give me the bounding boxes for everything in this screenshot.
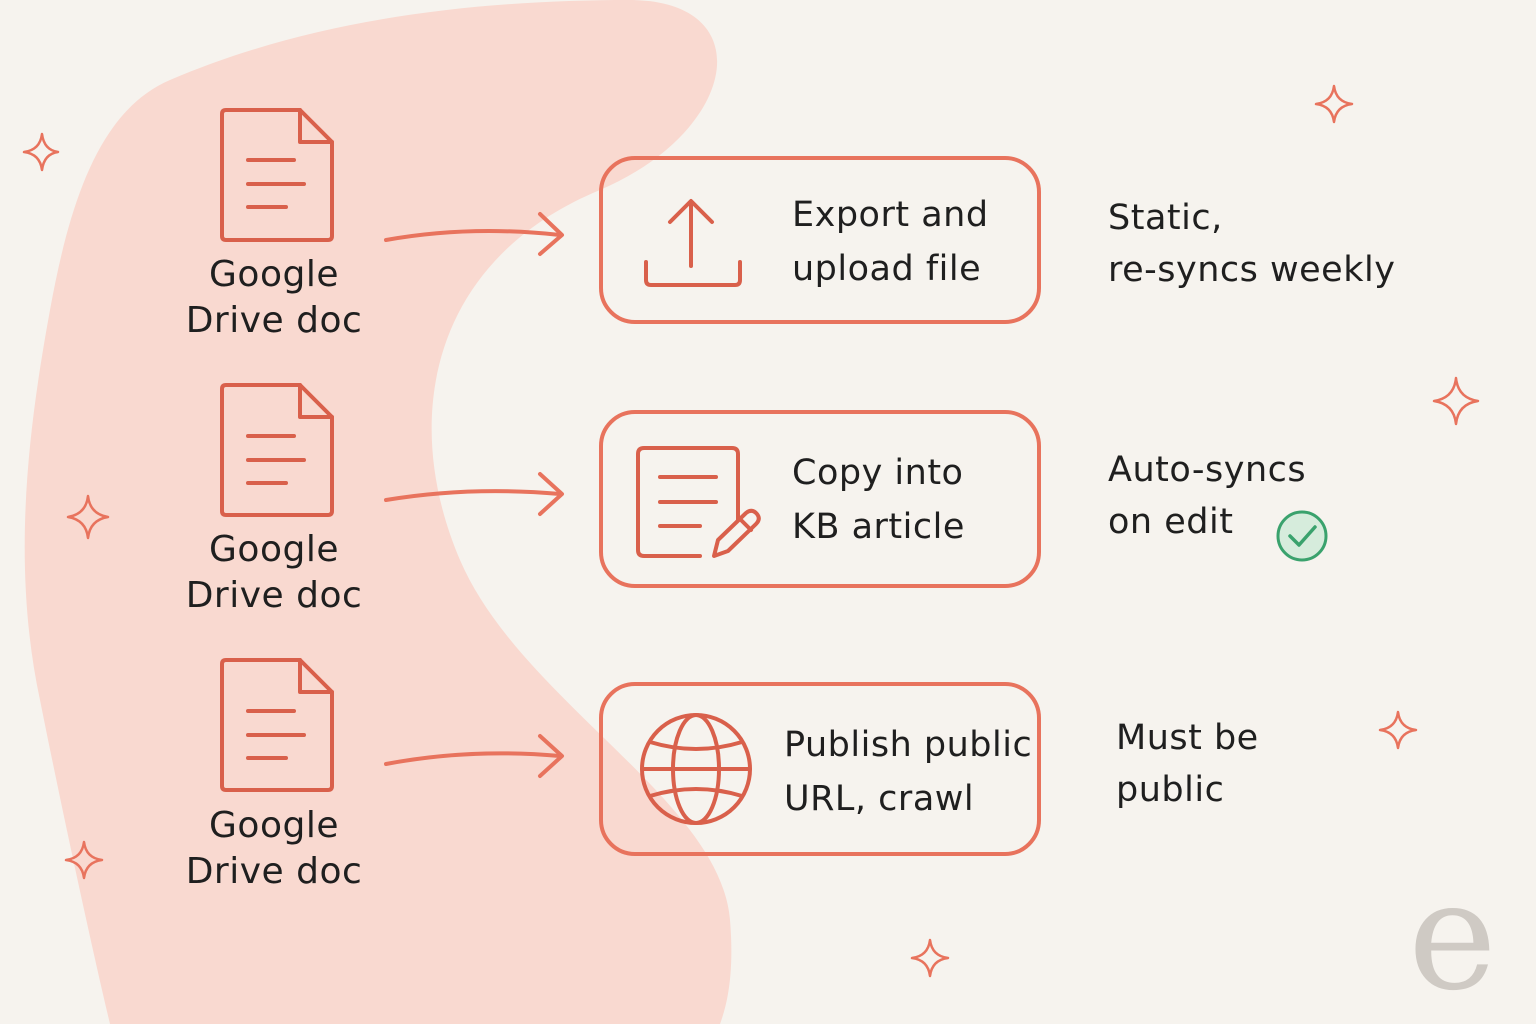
method-label-upload: Export and upload file — [792, 188, 989, 296]
sparkle-icon — [1378, 710, 1418, 750]
arrow-icon — [384, 734, 564, 778]
method-label-line: Publish public — [784, 725, 1033, 765]
method-box-upload — [599, 156, 1041, 324]
sparkle-icon — [1432, 376, 1480, 426]
outcome-label-line: re-syncs weekly — [1108, 250, 1396, 290]
source-label-line: Google — [209, 529, 339, 570]
source-label: Google Drive doc — [174, 527, 374, 619]
check-circle-icon — [1276, 510, 1328, 562]
upload-icon — [644, 199, 742, 287]
source-label: Google Drive doc — [174, 803, 374, 895]
method-box-publish — [599, 682, 1041, 856]
globe-icon — [640, 713, 752, 825]
source-label-line: Google — [209, 805, 339, 846]
document-icon — [220, 383, 334, 517]
document-icon — [220, 658, 334, 792]
source-label-line: Drive doc — [185, 575, 363, 616]
sparkle-icon — [64, 840, 104, 880]
source-label-line: Google — [209, 254, 339, 295]
arrow-icon — [384, 472, 564, 516]
outcome-label-line: Auto-syncs — [1108, 450, 1307, 490]
outcome-label-public: Must be public — [1116, 712, 1259, 816]
method-label-line: URL, crawl — [784, 779, 975, 819]
sparkle-icon — [1314, 84, 1354, 124]
edit-document-icon — [636, 446, 761, 558]
source-label-line: Drive doc — [185, 851, 363, 892]
outcome-label-autosync: Auto-syncs on edit — [1108, 444, 1306, 548]
method-label-line: upload file — [792, 249, 982, 289]
outcome-label-line: Must be — [1116, 718, 1259, 758]
arrow-icon — [384, 212, 564, 256]
method-box-kb — [599, 410, 1041, 588]
source-label-line: Drive doc — [185, 300, 363, 341]
method-label-kb: Copy into KB article — [792, 446, 965, 554]
outcome-label-line: on edit — [1108, 502, 1234, 542]
document-icon — [220, 108, 334, 242]
method-label-line: Copy into — [792, 453, 964, 493]
source-label: Google Drive doc — [174, 252, 374, 344]
outcome-label-line: public — [1116, 770, 1225, 810]
sparkle-icon — [66, 494, 110, 540]
method-label-line: Export and — [792, 195, 989, 235]
brand-logo: e — [1408, 850, 1497, 1024]
method-label-publish: Publish public URL, crawl — [784, 718, 1032, 826]
outcome-label-static: Static, re-syncs weekly — [1108, 192, 1395, 296]
sparkle-icon — [22, 132, 60, 172]
outcome-label-line: Static, — [1108, 198, 1223, 238]
method-label-line: KB article — [792, 507, 965, 547]
sparkle-icon — [910, 938, 950, 978]
background-blob — [24, 0, 732, 1024]
